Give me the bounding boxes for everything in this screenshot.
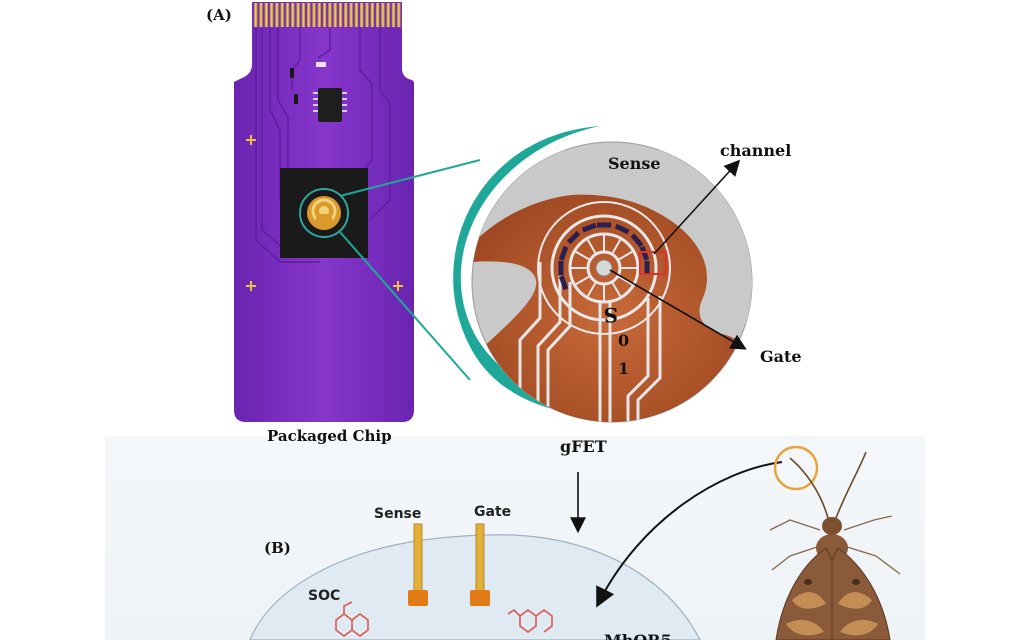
connector-pin	[254, 3, 258, 27]
connector-pin	[397, 3, 401, 27]
connector-pin	[280, 3, 284, 27]
gfet-spoke	[611, 281, 622, 298]
sensing-dome	[249, 534, 701, 640]
channel-bar	[639, 245, 650, 261]
gfet-spoke	[574, 250, 591, 261]
connector-pin	[370, 3, 374, 27]
gfet-spoke	[574, 275, 591, 286]
gfet-spoke	[611, 238, 622, 255]
zoom-pointers	[609, 159, 747, 350]
gfet-spoke	[617, 250, 634, 261]
channel-highlight	[639, 251, 667, 275]
antenna-highlight	[773, 445, 819, 491]
soc-label: SOC	[308, 588, 340, 604]
connector-pin	[269, 3, 274, 27]
electrode-gate-label: Gate	[474, 504, 511, 520]
ic-chip	[313, 88, 347, 122]
connector-pin	[317, 3, 321, 27]
gate-label: Gate	[760, 347, 802, 366]
gfet-caption: gFET	[560, 437, 607, 456]
gfet-spoke	[617, 275, 634, 286]
sense-electrode	[408, 523, 428, 606]
channel-bar	[558, 275, 569, 291]
channel-bar	[558, 245, 569, 261]
sensor-die-small	[299, 188, 349, 238]
channel-bar	[630, 233, 644, 248]
connector-pin	[391, 3, 396, 27]
panel-b-label: (B)	[264, 539, 291, 557]
connector-pin	[381, 3, 385, 27]
connector-pin	[291, 3, 295, 27]
channel-label: channel	[720, 141, 791, 160]
smd-resistor	[316, 62, 326, 67]
connector-pin	[375, 3, 380, 27]
connector-pin	[349, 3, 353, 27]
receptor-label: MhOR5	[604, 631, 672, 640]
edge-connector	[252, 2, 402, 28]
channel-bar	[581, 222, 597, 233]
channel-bar	[597, 222, 611, 228]
electrode-sense-label: Sense	[374, 506, 421, 522]
soc-molecule	[335, 601, 369, 637]
connector-pin	[333, 3, 337, 27]
connector-pin	[322, 3, 327, 27]
board-plus-marks	[246, 135, 403, 291]
channel-bar	[566, 230, 581, 245]
edge-connector-pins	[254, 3, 401, 27]
connector-pin	[365, 3, 369, 27]
gfet-center-pad	[595, 259, 613, 277]
sense-label-zoom: Sense	[608, 154, 661, 173]
connector-pin	[386, 3, 390, 27]
gfet-spoke	[586, 238, 597, 255]
gate-electrode	[470, 523, 490, 606]
connector-pin	[275, 3, 279, 27]
panel-a-label: (A)	[206, 6, 232, 24]
connector-pin	[285, 3, 290, 27]
connector-pin	[301, 3, 306, 27]
moth-to-receptor-arrow	[596, 461, 783, 608]
die-marking-0: 0	[618, 331, 629, 350]
zoom-connector	[339, 159, 481, 381]
gfet-spokes	[570, 234, 638, 302]
connector-pin	[354, 3, 359, 27]
board-traces	[255, 28, 391, 263]
connector-pin	[264, 3, 268, 27]
gfet-channel-bars	[558, 222, 650, 291]
channel-pointer	[653, 159, 741, 255]
connector-pin	[360, 3, 364, 27]
connector-pin	[338, 3, 343, 27]
die-marking-1: 1	[618, 359, 629, 378]
gfet-zoom: S 0 1 Sense	[453, 126, 753, 423]
connector-pin	[296, 3, 300, 27]
connector-pin	[344, 3, 348, 27]
connector-pin	[312, 3, 316, 27]
die-marking-s: S	[604, 303, 618, 327]
soc-molecule	[507, 608, 553, 633]
channel-bar	[614, 223, 630, 235]
connector-pin	[259, 3, 263, 27]
connector-pin	[307, 3, 311, 27]
sense-region	[472, 150, 752, 330]
smd-component	[290, 68, 294, 78]
gate-pointer	[609, 269, 747, 350]
chip-caption: Packaged Chip	[267, 427, 392, 445]
channel-bar	[558, 261, 564, 275]
smd-component	[294, 94, 298, 104]
gfet-spoke	[586, 281, 597, 298]
channel-bar	[644, 261, 650, 275]
connector-pin	[328, 3, 332, 27]
moth-illustration	[769, 451, 901, 640]
packaged-chip: Packaged Chip	[234, 2, 414, 445]
